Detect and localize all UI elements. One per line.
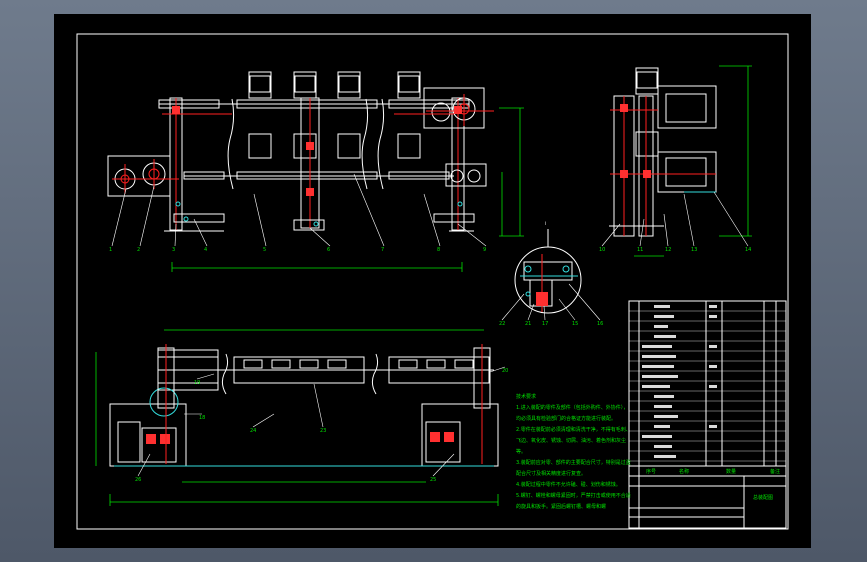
- tech-req-line: 4.装配过程中零件不允许磕、碰、划伤和锈蚀。: [516, 481, 621, 488]
- balloon-leader-line: [489, 366, 506, 373]
- plan-view: [95, 329, 499, 506]
- part-balloon-2: 2: [137, 247, 140, 253]
- parts-list-header-remark: 备注: [770, 468, 780, 475]
- drawing-sheet[interactable]: 序号 名称 数量 备注 总装配图 技术要求 1.进入装配的零件及部件（包括外购件…: [54, 14, 811, 548]
- part-balloon-22: 22: [499, 321, 505, 327]
- balloon-leader-line: [543, 305, 546, 321]
- tech-req-line: 均必须具有检验部门的合格证方能进行装配。: [516, 415, 616, 422]
- part-balloon-24: 24: [250, 428, 256, 434]
- part-balloon-26: 26: [135, 477, 141, 483]
- balloon-leader-line: [601, 223, 621, 247]
- section-label: I: [545, 221, 546, 226]
- balloon-leader-line: [174, 223, 177, 247]
- part-balloon-23: 23: [320, 428, 326, 434]
- balloon-leader-line: [713, 191, 749, 247]
- balloon-leader-line: [252, 413, 275, 428]
- part-balloon-15: 15: [572, 321, 578, 327]
- balloon-leader-line: [432, 453, 455, 477]
- tech-req-line: 3.装配前应对零、部件的主要配合尺寸，特别是过盈: [516, 459, 631, 466]
- tech-req-line: 1.进入装配的零件及部件（包括外购件、外协件），: [516, 404, 628, 411]
- part-balloon-20: 20: [502, 368, 508, 374]
- front-view: [107, 71, 524, 272]
- parts-list-header-index: 序号: [646, 468, 656, 475]
- balloon-leader-line: [111, 188, 127, 247]
- tech-req-line: 飞边、氧化皮、锈蚀、切屑、油污、着色剂和灰尘: [516, 437, 626, 444]
- balloon-leader-line: [558, 298, 576, 321]
- tech-req-heading: 技术要求: [516, 393, 536, 400]
- part-balloon-25: 25: [430, 477, 436, 483]
- part-balloon-9: 9: [483, 247, 486, 253]
- part-balloon-17: 17: [542, 321, 548, 327]
- part-balloon-16: 16: [597, 321, 603, 327]
- parts-list-header-qty: 数量: [726, 468, 736, 475]
- part-balloon-18: 18: [199, 415, 205, 421]
- balloon-leader-line: [501, 293, 525, 321]
- part-balloon-12: 12: [665, 247, 671, 253]
- part-balloon-21: 21: [525, 321, 531, 327]
- part-balloon-8: 8: [437, 247, 440, 253]
- part-balloon-4: 4: [204, 247, 207, 253]
- tech-req-line: 2.零件在装配前必须清理和清洗干净，不得有毛刺、: [516, 426, 631, 433]
- parts-list-table: 序号 名称 数量 备注 总装配图: [628, 300, 787, 529]
- balloon-leader-line: [253, 193, 267, 247]
- part-balloon-19: 19: [194, 380, 200, 386]
- parts-list-header-name: 名称: [679, 468, 689, 475]
- side-view: [609, 65, 752, 257]
- balloon-leader-line: [663, 213, 669, 247]
- part-balloon-14: 14: [745, 247, 751, 253]
- balloon-leader-line: [423, 193, 441, 247]
- drawing-name-text: 总装配图: [753, 494, 773, 501]
- part-balloon-1: 1: [109, 247, 112, 253]
- part-balloon-6: 6: [327, 247, 330, 253]
- cad-drawing-canvas: 序号 名称 数量 备注 总装配图 技术要求 1.进入装配的零件及部件（包括外购件…: [76, 33, 789, 530]
- balloon-leader-line: [196, 373, 215, 380]
- balloon-leader-line: [193, 218, 208, 247]
- balloon-leader-line: [313, 383, 324, 428]
- balloon-leader-line: [457, 223, 487, 247]
- technical-requirements: 技术要求 1.进入装配的零件及部件（包括外购件、外协件）， 均必须具有检验部门的…: [516, 393, 631, 510]
- tech-req-line: 等。: [516, 448, 526, 455]
- balloon-leader-line: [353, 173, 385, 247]
- balloon-leader-line: [139, 185, 155, 247]
- part-balloon-5: 5: [263, 247, 266, 253]
- drawing-frame: [76, 33, 789, 530]
- part-balloon-7: 7: [381, 247, 384, 253]
- detail-view: [514, 229, 582, 314]
- part-balloon-11: 11: [637, 247, 643, 253]
- tech-req-line: 的旋具和扳手。紧固后螺钉槽、螺母和螺: [516, 503, 606, 510]
- balloon-leader-line: [137, 453, 151, 477]
- part-balloon-3: 3: [172, 247, 175, 253]
- balloon-leader-line: [568, 283, 601, 321]
- part-balloon-10: 10: [599, 247, 605, 253]
- tech-req-line: 5.螺钉、螺栓和螺母紧固时，严禁打击或使用不合适: [516, 492, 631, 499]
- balloon-leader-line: [639, 218, 645, 247]
- tech-req-line: 配合尺寸及相关精度进行复查。: [516, 470, 586, 477]
- balloon-leader-line: [309, 227, 331, 247]
- part-balloon-13: 13: [691, 247, 697, 253]
- balloon-leader-line: [527, 303, 535, 321]
- balloon-leader-line: [683, 193, 695, 247]
